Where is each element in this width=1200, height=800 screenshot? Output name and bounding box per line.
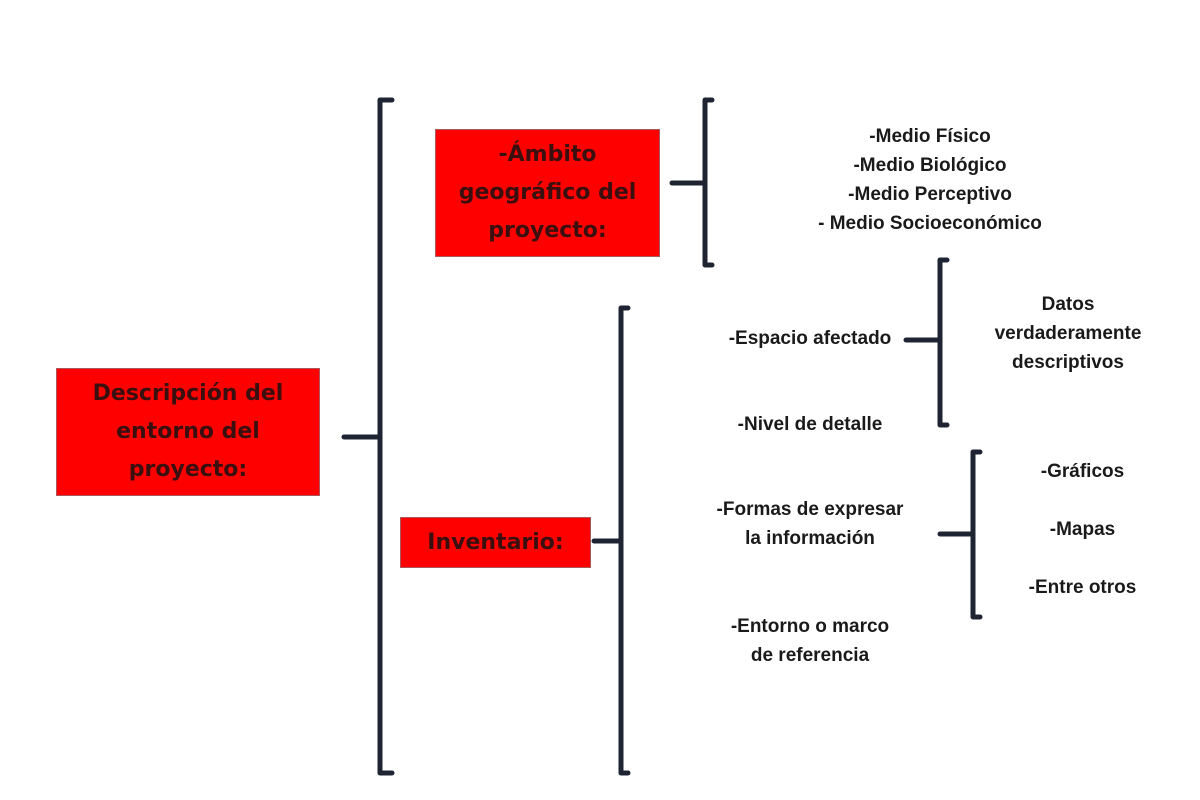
ambito-box: -Ámbito geográfico del proyecto: (435, 129, 660, 257)
ambito-line3: proyecto: (488, 218, 607, 243)
datos-line2: verdaderamente (994, 323, 1142, 344)
ambito-line2: geográfico del (458, 180, 637, 205)
formas-option: -Mapas (1049, 519, 1116, 540)
inventory-item-entorno: -Entorno o marco de referencia (680, 612, 940, 670)
inventory-item-espacio: -Espacio afectado (728, 328, 892, 349)
medio-item: -Medio Físico (869, 126, 991, 147)
medio-item: - Medio Socioeconómico (818, 213, 1042, 234)
datos-line3: descriptivos (1012, 352, 1124, 373)
datos-line1: Datos (1041, 294, 1095, 315)
root-line1: Descripción del (92, 381, 284, 406)
formas-option: -Entre otros (1028, 577, 1137, 598)
root-line3: proyecto: (128, 457, 248, 482)
root-box: Descripción del entorno del proyecto: (56, 368, 320, 496)
inventory-item-formas: -Formas de expresar la información (680, 495, 940, 553)
datos-text: Datos verdaderamente descriptivos (968, 290, 1168, 377)
entorno-line1: -Entorno o marco (730, 616, 890, 637)
medio-item: -Medio Biológico (853, 155, 1007, 176)
datos-bracket (937, 257, 950, 428)
medio-item: -Medio Perceptivo (848, 184, 1012, 205)
medios-list: -Medio Físico -Medio Biológico -Medio Pe… (770, 122, 1090, 238)
entorno-line2: de referencia (750, 645, 870, 666)
inventario-box: Inventario: (400, 517, 591, 568)
inventario-label: Inventario: (427, 530, 564, 555)
formas-line2: la información (745, 528, 875, 549)
formas-option: -Gráficos (1040, 461, 1125, 482)
root-line2: entorno del (116, 419, 260, 444)
inventory-item-nivel: -Nivel de detalle (737, 414, 883, 435)
formas-line1: -Formas de expresar (716, 499, 904, 520)
ambito-line1: -Ámbito (498, 142, 597, 167)
